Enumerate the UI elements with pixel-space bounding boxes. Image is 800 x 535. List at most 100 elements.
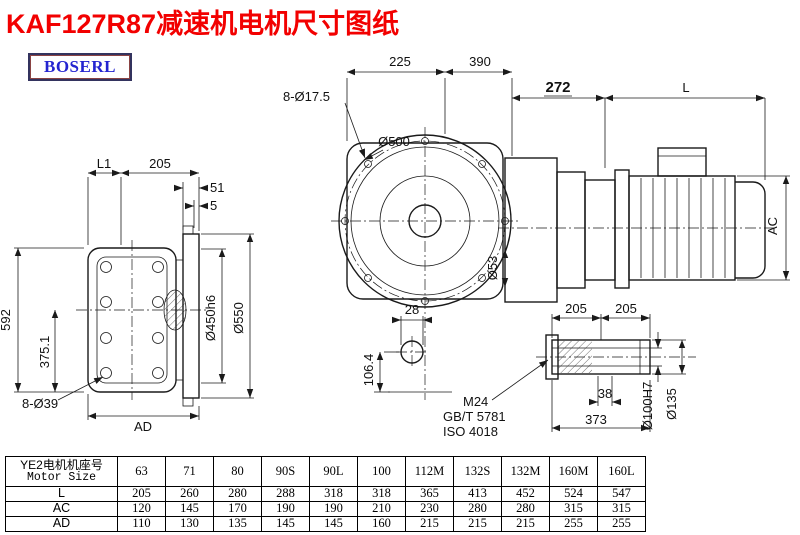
- value-cell: 255: [549, 516, 598, 532]
- dim-390: 390: [469, 54, 491, 69]
- terminal-box: [657, 147, 707, 177]
- value-cell: 205: [117, 486, 166, 502]
- value-cell: 170: [213, 501, 262, 517]
- header-cn: YE2电机机座号: [20, 457, 103, 472]
- dim-272: 272: [545, 79, 570, 96]
- dim-AC: AC: [765, 217, 780, 235]
- motor-body: [628, 175, 736, 281]
- dim-dia53: Ø53: [485, 256, 500, 281]
- value-cell: 135: [213, 516, 262, 532]
- value-cell: 215: [405, 516, 454, 532]
- value-cell: 318: [309, 486, 358, 502]
- value-cell: 280: [213, 486, 262, 502]
- dim-28: 28: [405, 302, 419, 317]
- value-cell: 215: [501, 516, 550, 532]
- value-cell: 315: [597, 501, 646, 517]
- shaft-geometry: [536, 334, 696, 380]
- dim-205a: 205: [565, 301, 587, 316]
- table-header-label-cell: YE2电机机座号 Motor Size: [5, 456, 118, 487]
- value-cell: 260: [165, 486, 214, 502]
- dim-38: 38: [598, 386, 612, 401]
- size-header-cell: 90L: [309, 456, 358, 487]
- dim-dia550: Ø550: [231, 302, 246, 334]
- value-cell: 190: [261, 501, 310, 517]
- dim-51: 51: [210, 180, 224, 195]
- size-header-cell: 132S: [453, 456, 502, 487]
- value-cell: 120: [117, 501, 166, 517]
- size-header-cell: 100: [357, 456, 406, 487]
- row-label-cell: AC: [5, 501, 118, 517]
- value-cell: 288: [261, 486, 310, 502]
- header-en: Motor Size: [26, 470, 96, 484]
- brand-logo-box: BOSERL: [28, 53, 132, 81]
- value-cell: 413: [453, 486, 502, 502]
- gear-housing-side: [504, 157, 558, 303]
- left-view: L1 205 51 5 592 375.1: [0, 156, 254, 434]
- front-view-dimensions: 225 390 8-Ø17.5 Ø500 272 L: [283, 54, 790, 393]
- dim-205: 205: [149, 156, 171, 171]
- left-view-dimensions: L1 205 51 5 592 375.1: [0, 156, 254, 434]
- value-cell: 190: [309, 501, 358, 517]
- dim-592: 592: [0, 309, 13, 331]
- dim-205b: 205: [615, 301, 637, 316]
- standard-gbt: GB/T 5781: [443, 409, 506, 424]
- size-header-cell: 112M: [405, 456, 454, 487]
- value-cell: 215: [453, 516, 502, 532]
- dim-106-4: 106.4: [361, 354, 376, 387]
- value-cell: 524: [549, 486, 598, 502]
- standard-iso: ISO 4018: [443, 424, 498, 439]
- motor-flange: [614, 169, 630, 289]
- value-cell: 230: [405, 501, 454, 517]
- dim-dia500: Ø500: [378, 134, 410, 149]
- value-cell: 130: [165, 516, 214, 532]
- value-cell: 210: [357, 501, 406, 517]
- page-title: KAF127R87减速机电机尺寸图纸: [6, 9, 400, 39]
- left-view-geometry: [76, 225, 208, 407]
- dim-dia135: Ø135: [664, 388, 679, 420]
- value-cell: 145: [165, 501, 214, 517]
- value-cell: 452: [501, 486, 550, 502]
- shaft-dimensions: 205 205 38 373 Ø100H7: [443, 301, 686, 439]
- dim-L: L: [682, 80, 689, 95]
- value-cell: 160: [357, 516, 406, 532]
- dim-L1: L1: [97, 156, 111, 171]
- brand-text: BOSERL: [44, 57, 116, 76]
- size-header-cell: 90S: [261, 456, 310, 487]
- value-cell: 547: [597, 486, 646, 502]
- size-header-cell: 71: [165, 456, 214, 487]
- dim-373: 373: [585, 412, 607, 427]
- size-header-cell: 160L: [597, 456, 646, 487]
- size-header-cell: 132M: [501, 456, 550, 487]
- dim-225: 225: [389, 54, 411, 69]
- value-cell: 280: [501, 501, 550, 517]
- value-cell: 255: [597, 516, 646, 532]
- thread-callout: M24: [463, 394, 488, 409]
- front-view-geometry: [331, 127, 778, 400]
- dim-5: 5: [210, 198, 217, 213]
- shaft-detail-view: 205 205 38 373 Ø100H7: [443, 301, 696, 439]
- value-cell: 145: [309, 516, 358, 532]
- value-cell: 145: [261, 516, 310, 532]
- dim-dia100H7: Ø100H7: [640, 382, 655, 430]
- size-header-cell: 63: [117, 456, 166, 487]
- front-view: 225 390 8-Ø17.5 Ø500 272 L: [283, 54, 790, 400]
- value-cell: 318: [357, 486, 406, 502]
- dim-bolt-holes-175: 8-Ø17.5: [283, 89, 330, 104]
- dim-AD: AD: [134, 419, 152, 434]
- value-cell: 110: [117, 516, 166, 532]
- dim-375: 375.1: [37, 336, 52, 369]
- value-cell: 280: [453, 501, 502, 517]
- value-cell: 315: [549, 501, 598, 517]
- row-label-cell: L: [5, 486, 118, 502]
- size-header-cell: 80: [213, 456, 262, 487]
- technical-drawing: L1 205 51 5 592 375.1: [0, 54, 790, 439]
- dim-dia450: Ø450h6: [203, 295, 218, 341]
- row-label-cell: AD: [5, 516, 118, 532]
